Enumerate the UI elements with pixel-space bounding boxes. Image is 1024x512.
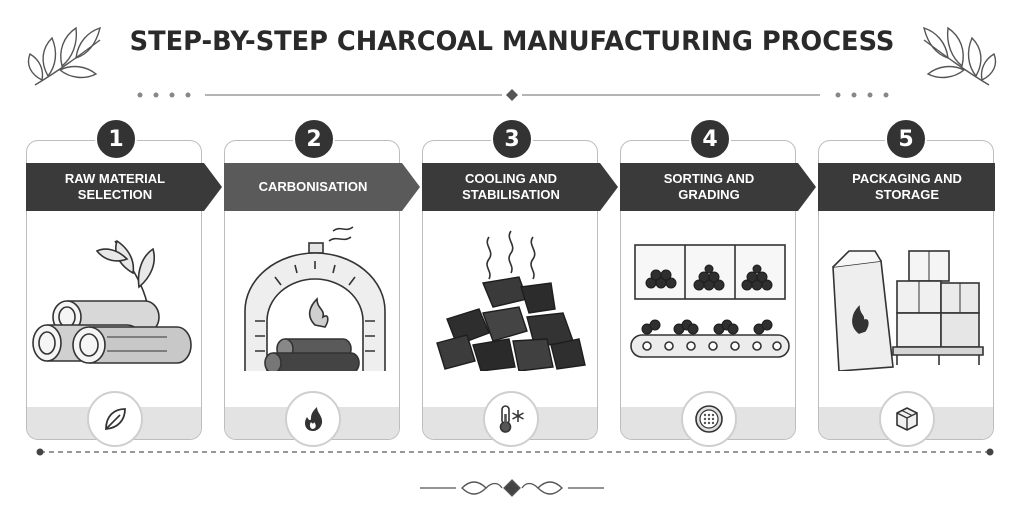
- step-card-2: CARBONISATION: [224, 140, 420, 447]
- charcoal-pile-illustration: [436, 230, 586, 371]
- kiln-illustration: [244, 226, 386, 371]
- step-label-line1: SORTING AND: [663, 171, 755, 186]
- step-label-line2: STABILISATION: [462, 187, 560, 202]
- step-label-line2: GRADING: [678, 187, 740, 202]
- left-leaves-icon: [27, 26, 101, 86]
- leaf-icon: [87, 391, 143, 447]
- step-label-line2: SELECTION: [77, 187, 153, 202]
- packaging-illustration: [832, 250, 984, 371]
- sieve-icon: [681, 391, 737, 447]
- thermometer-snowflake-icon: [483, 391, 539, 447]
- sorting-conveyor-illustration: [630, 244, 790, 358]
- box-icon: [879, 391, 935, 447]
- step-label-line1: COOLING AND: [465, 171, 557, 186]
- step-number-badge-5: 5: [885, 118, 927, 160]
- title-divider: [137, 89, 889, 101]
- step-number-badge-1: 1: [95, 118, 137, 160]
- logs-illustration: [32, 239, 192, 364]
- flame-icon: [285, 391, 341, 447]
- step-label-line1: CARBONISATION: [258, 179, 368, 194]
- right-leaves-icon: [923, 26, 997, 86]
- step-number-badge-2: 2: [293, 118, 335, 160]
- step-label-line2: STORAGE: [874, 187, 940, 202]
- step-label-line1: PACKAGING AND: [852, 171, 962, 186]
- step-label-line1: RAW MATERIAL: [64, 171, 166, 186]
- step-number-badge-3: 3: [491, 118, 533, 160]
- page-title: STEP-BY-STEP CHARCOAL MANUFACTURING PROC…: [129, 26, 895, 57]
- step-number-badge-4: 4: [689, 118, 731, 160]
- step-banner: CARBONISATION: [224, 163, 420, 211]
